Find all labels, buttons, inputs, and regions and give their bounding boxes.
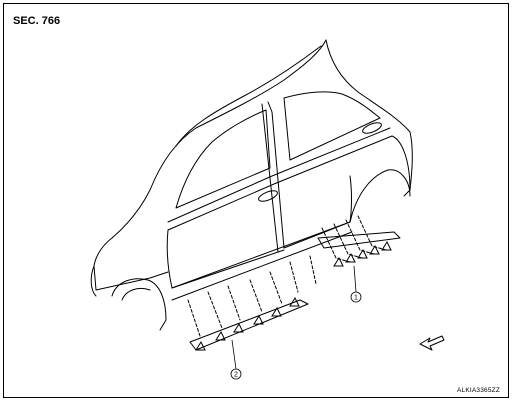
rear-quarter — [325, 39, 413, 191]
front-window — [175, 109, 271, 209]
section-label: SEC. 766 — [13, 15, 61, 27]
roof-rail — [175, 45, 322, 147]
clip-icon — [195, 340, 206, 351]
clip-icon — [333, 256, 344, 267]
clip-icon — [271, 306, 282, 317]
rear-fender — [391, 135, 411, 197]
clip-icon — [233, 322, 244, 333]
callout-2-number: 2 — [234, 372, 238, 379]
callout-1-circle — [350, 291, 362, 303]
sill-upper — [171, 213, 353, 289]
b-pillar — [267, 101, 285, 249]
front-door-handle — [258, 190, 278, 202]
rear-window — [283, 91, 381, 161]
clip-alignment-lines-1 — [321, 215, 387, 263]
clip-icon — [345, 252, 356, 263]
diagram-frame: SEC. 766 ALKIA3365ZZ — [3, 3, 509, 398]
figure-code: ALKIA3365ZZ — [456, 387, 500, 394]
rear-wheel-arch — [349, 169, 411, 223]
front-lower — [90, 265, 97, 297]
sill-moulding-1 — [317, 231, 401, 249]
sill-lower — [171, 231, 353, 301]
clip-icon — [369, 244, 380, 255]
roof-line — [111, 39, 327, 239]
belt-line — [167, 127, 391, 223]
front-fender — [93, 237, 169, 291]
front-wheel-arch — [111, 278, 167, 331]
clip-triangles — [195, 240, 392, 351]
belt-line-lower — [167, 135, 393, 231]
sill-moulding-2 — [189, 299, 309, 351]
callout-1-leader — [353, 265, 357, 293]
callout-2-leader — [231, 339, 237, 370]
clip-icon — [381, 240, 392, 251]
clip-icon — [253, 314, 264, 325]
clip-icon — [357, 248, 368, 259]
callout-1-number: 1 — [354, 295, 358, 302]
rear-door-handle — [362, 122, 382, 134]
b-pillar-front — [261, 103, 279, 253]
front-direction-arrow-icon — [419, 335, 445, 351]
callout-2-circle — [230, 368, 242, 380]
rear-door-shape — [283, 175, 352, 249]
clip-icon — [215, 330, 226, 341]
clip-icon — [289, 296, 300, 307]
clip-alignment-lines-2 — [187, 255, 317, 337]
front-wheel-arch-inner — [121, 287, 151, 301]
